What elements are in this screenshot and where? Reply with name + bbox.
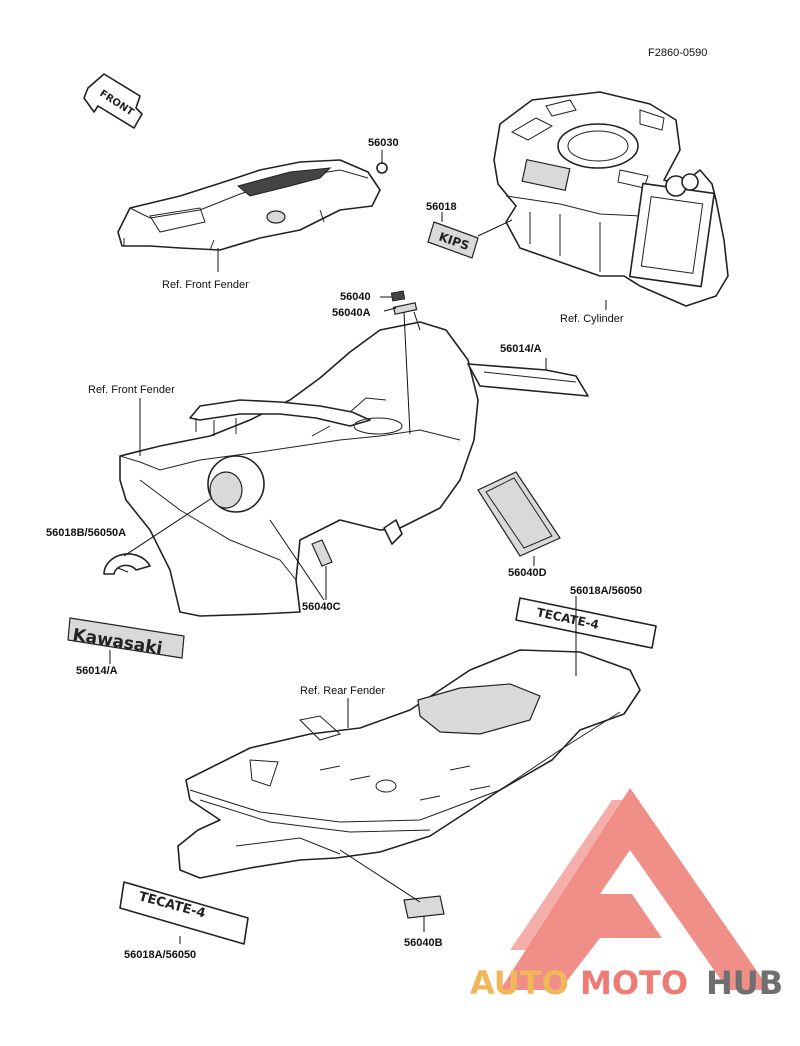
decal-56018B-ring (103, 553, 151, 575)
ref-cylinder: Ref. Cylinder (560, 313, 624, 325)
automotohub-wordmark: AUTO MOTO HUB (470, 964, 783, 1002)
callout-56040A: 56040A (332, 307, 371, 319)
decal-56040B (403, 895, 445, 919)
callout-56040D: 56040D (508, 567, 547, 579)
wordmark-moto: MOTO (580, 964, 688, 1002)
decal-56040D (477, 471, 561, 557)
wordmark-hub: HUB (706, 964, 783, 1002)
decal-56040A (392, 302, 418, 315)
callout-56018A-56050-bottom: 56018A/56050 (124, 949, 196, 961)
decal-56014A-top (467, 363, 589, 397)
callout-56018A-56050-top: 56018A/56050 (570, 585, 642, 597)
decal-56040C (311, 539, 333, 567)
tecate-decal-lower: TECATE-4 (119, 881, 249, 945)
callout-56018B-56050A: 56018B/56050A (46, 527, 126, 539)
kips-decal: KIPS (427, 221, 479, 259)
callout-56018: 56018 (426, 201, 457, 213)
tecate-decal-upper: TECATE-4 (515, 597, 657, 649)
automotohub-logo (500, 788, 770, 990)
fuel-tank-cover (119, 321, 479, 617)
callout-56030: 56030 (368, 137, 399, 149)
decal-56040 (390, 290, 406, 302)
figure-code: F2860-0590 (648, 47, 707, 59)
kawasaki-decal: Kawasaki (67, 617, 185, 659)
rear-fender-seat (177, 649, 641, 879)
callout-56014A-top: 56014/A (500, 343, 542, 355)
callout-56040C: 56040C (302, 601, 341, 613)
callout-56014A-bottom: 56014/A (76, 665, 118, 677)
ref-rear-fender: Ref. Rear Fender (300, 685, 385, 697)
wordmark-auto: AUTO (470, 964, 569, 1002)
cylinder (493, 91, 729, 307)
front-fender-upper (117, 159, 388, 251)
callout-56040: 56040 (340, 291, 371, 303)
front-arrow-icon: FRONT (83, 73, 143, 129)
callout-56040B: 56040B (404, 937, 443, 949)
leader-lines (109, 150, 607, 944)
ref-front-fender-upper: Ref. Front Fender (162, 279, 249, 291)
ref-front-fender-lower: Ref. Front Fender (88, 384, 175, 396)
